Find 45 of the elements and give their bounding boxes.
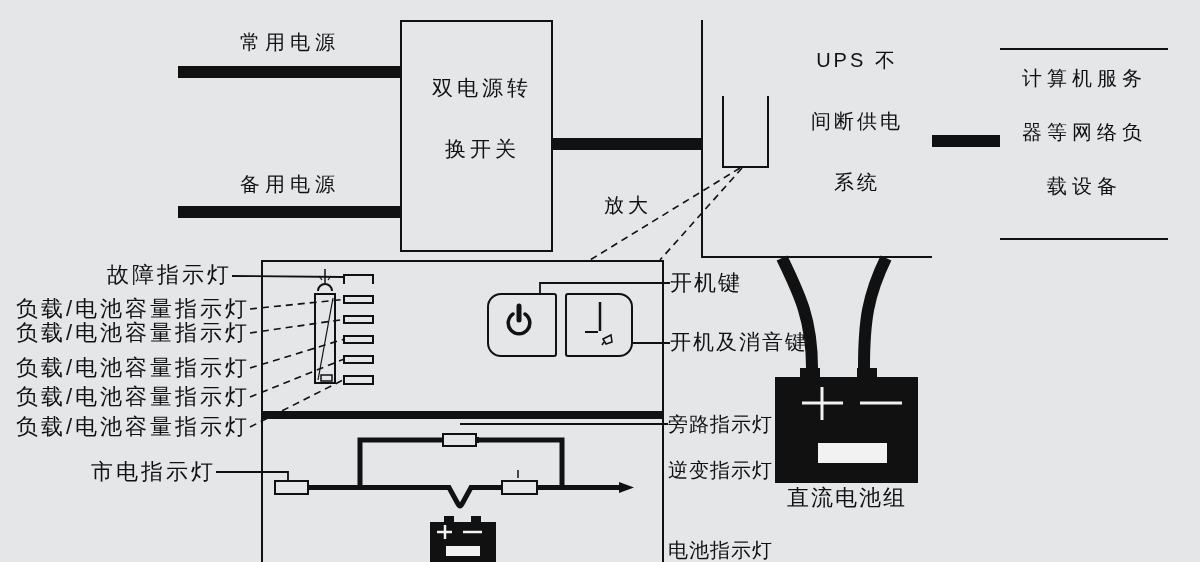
node-label: 双电源转换开关 [431, 75, 533, 162]
leader-line [249, 338, 344, 369]
leader-line [249, 379, 344, 428]
zoom-line [589, 167, 741, 261]
leader-line [632, 342, 671, 344]
leader-line [249, 358, 344, 398]
cable-line [858, 255, 892, 369]
callout-label: 负载/电池容量指示灯 [15, 415, 250, 439]
node-label: UPS 不间断供电系统 [810, 48, 904, 195]
indicator-lamp [343, 295, 374, 304]
callout-label: 市电指示灯 [91, 460, 216, 484]
mute-button [565, 293, 633, 357]
power-line [932, 135, 1000, 147]
callout-label: 负载/电池容量指示灯 [15, 321, 250, 345]
callout-label: 旁路指示灯 [668, 412, 773, 436]
callout-label: 开机及消音键 [670, 330, 808, 354]
leader-line [539, 282, 671, 294]
power-line [553, 138, 701, 150]
leader-line [231, 275, 344, 278]
power-line [178, 66, 400, 78]
indicator-lamp [343, 274, 374, 284]
zoom-line [659, 167, 743, 261]
node-label: 计算机服务器等网络负载设备 [1020, 66, 1148, 199]
callout-label: 开机键 [670, 271, 742, 295]
power-line [178, 206, 400, 218]
indicator-lamp [343, 375, 374, 385]
node-label: 直流电池组 [786, 486, 907, 510]
part-label: 电池指示灯 [668, 538, 773, 562]
cable-line [776, 255, 818, 369]
callout-label: 负载/电池容量指示灯 [15, 297, 250, 321]
leader-line [459, 423, 669, 425]
power-button [487, 293, 557, 357]
switch-box [400, 20, 553, 252]
callout-label: 负载/电池容量指示灯 [15, 356, 250, 380]
callout-label: 负载/电池容量指示灯 [15, 385, 250, 409]
system-block [701, 20, 932, 258]
indicator-lamp [343, 315, 374, 324]
callout-label: 故障指示灯 [107, 263, 232, 287]
load-block [1000, 48, 1168, 240]
leader-line [215, 471, 289, 482]
enlarged-area-outline [722, 96, 769, 168]
leader-line [249, 298, 344, 310]
indicator-lamp [343, 355, 374, 364]
indicator-lamp [343, 335, 374, 344]
control-panel [261, 260, 664, 562]
